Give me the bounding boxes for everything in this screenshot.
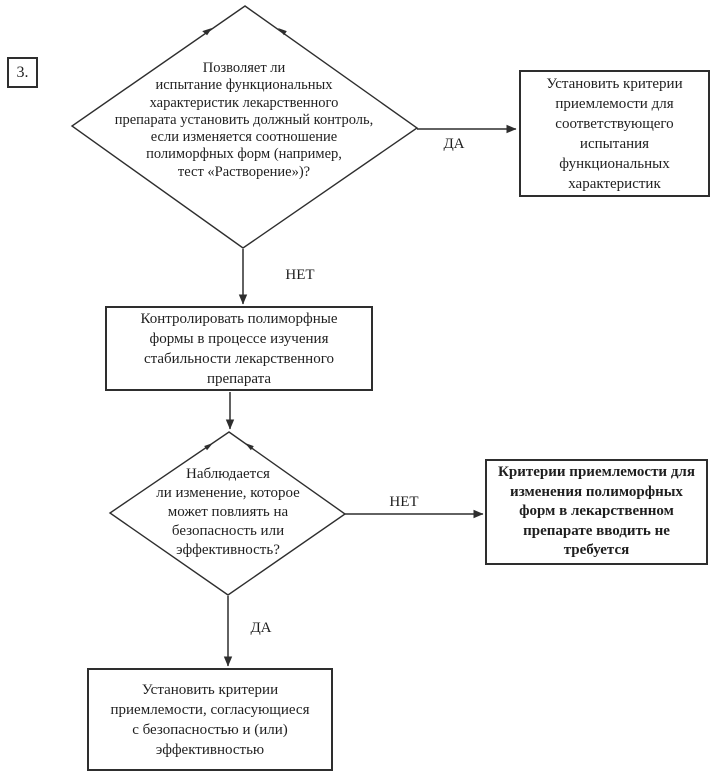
process-set-safety-criteria: Установить критерии приемлемости, соглас… (87, 668, 333, 771)
process-set-performance-criteria-text: Установить критерии приемлемости для соо… (546, 75, 683, 192)
decision1-apex-tick-right (278, 28, 287, 36)
decision1-apex-tick-left (202, 28, 212, 36)
step-number-label: 3. (16, 63, 29, 81)
decision-safety-impact-text: Наблюдается ли изменение, которое может … (156, 466, 300, 558)
process-monitor-polymorphs: Контролировать полиморфные формы в проце… (105, 306, 373, 391)
decision2-apex-tick-right (245, 443, 254, 451)
branch-label-decision1-no: НЕТ (285, 267, 315, 283)
branch-label-decision1-yes: ДА (443, 136, 465, 152)
step-number-box: 3. (7, 57, 38, 88)
process-set-performance-criteria: Установить критерии приемлемости для соо… (519, 70, 710, 197)
decision1-diamond-shape (70, 5, 419, 249)
process-set-safety-criteria-text: Установить критерии приемлемости, соглас… (110, 681, 310, 758)
process-no-criteria-needed: Критерии приемлемости для изменения поли… (485, 459, 708, 565)
process-monitor-polymorphs-text: Контролировать полиморфные формы в проце… (140, 310, 338, 387)
process-no-criteria-needed-text: Критерии приемлемости для изменения поли… (498, 464, 695, 559)
decision2-diamond-shape (108, 431, 347, 596)
decision-performance-test-text: Позволяет ли испытание функциональных ха… (114, 60, 374, 180)
decision2-apex-tick-left (204, 443, 213, 451)
branch-label-decision2-no: НЕТ (389, 494, 419, 510)
branch-label-decision2-yes: ДА (250, 620, 272, 636)
